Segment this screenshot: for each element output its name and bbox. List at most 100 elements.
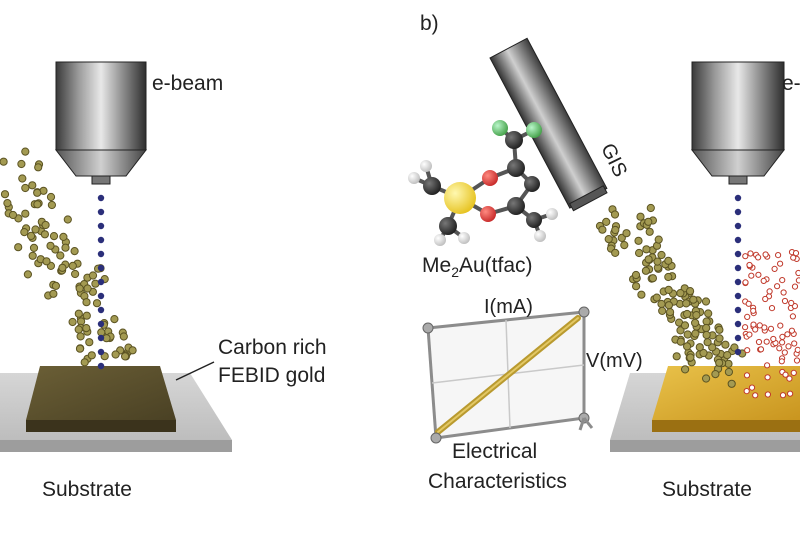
- panel-b-label: b): [420, 12, 439, 35]
- precursor-particle: [642, 245, 651, 254]
- precursor-particle: [653, 257, 662, 266]
- right-gold-deposit: [652, 366, 800, 432]
- hydrogen-particle: [780, 289, 787, 296]
- hydrogen-particle: [755, 271, 762, 278]
- precursor-particle: [730, 343, 739, 352]
- precursor-particle: [70, 247, 79, 256]
- precursor-particle: [715, 358, 724, 367]
- hydrogen-particle: [788, 299, 795, 307]
- precursor-particle: [631, 270, 641, 280]
- precursor-particle: [682, 299, 691, 308]
- precursor-particle: [683, 309, 692, 319]
- precursor-particle: [14, 243, 23, 252]
- precursor-particle: [56, 251, 65, 260]
- hydrogen-particle: [790, 254, 797, 261]
- precursor-particle: [17, 159, 26, 169]
- precursor-particle: [111, 350, 120, 359]
- precursor-particle: [637, 290, 646, 299]
- iv-y-axis-label: I(mA): [484, 296, 533, 318]
- precursor-particle: [610, 210, 620, 219]
- electron-dot: [734, 236, 742, 244]
- precursor-particle: [681, 365, 690, 374]
- hydrogen-particle: [762, 295, 769, 303]
- left-electron-beam-dots: [97, 194, 105, 370]
- precursor-particle: [702, 323, 711, 333]
- precursor-formula-rest: Au(tfac): [458, 254, 533, 277]
- electron-dot: [734, 264, 742, 272]
- hydrogen-particle: [763, 338, 770, 345]
- precursor-particle: [676, 326, 685, 335]
- hydrogen-particle: [794, 346, 800, 353]
- precursor-particle: [723, 351, 732, 360]
- hydrogen-particle: [742, 324, 749, 331]
- hydrogen-particle: [748, 384, 756, 391]
- precursor-particle: [689, 295, 698, 304]
- electron-dot: [734, 250, 742, 258]
- precursor-particle: [63, 215, 72, 224]
- precursor-particle: [611, 248, 620, 257]
- precursor-particle: [664, 272, 673, 282]
- precursor-particle: [657, 250, 666, 260]
- precursor-particle: [27, 231, 36, 240]
- electron-dot: [97, 362, 105, 370]
- electron-dot: [734, 278, 742, 286]
- electron-dot: [734, 334, 742, 342]
- hydrogen-particle: [757, 346, 765, 353]
- precursor-particle: [71, 269, 80, 279]
- left-deposit-label-line2: FEBID gold: [218, 364, 326, 387]
- precursor-particle: [18, 174, 27, 183]
- hydrogen-particle: [792, 250, 800, 257]
- precursor-particle: [676, 289, 685, 298]
- electron-dot: [734, 306, 742, 314]
- precursor-particle: [636, 212, 645, 221]
- electron-dot: [97, 194, 105, 202]
- electron-dot: [97, 208, 105, 216]
- right-hydrogen-particles: [742, 249, 800, 399]
- precursor-particle: [61, 243, 70, 252]
- precursor-particle: [21, 183, 30, 193]
- precursor-particle: [85, 338, 94, 347]
- electron-dot: [97, 306, 105, 314]
- precursor-particle: [33, 188, 42, 197]
- left-deposit-label-line1: Carbon rich: [218, 336, 327, 359]
- precursor-particle: [644, 255, 653, 264]
- electron-dot: [97, 222, 105, 230]
- electron-dot: [97, 348, 105, 356]
- precursor-particle: [699, 348, 708, 358]
- precursor-particle: [28, 251, 37, 260]
- hydrogen-particle: [746, 331, 753, 338]
- hydrogen-particle: [778, 358, 785, 365]
- electron-dot: [734, 292, 742, 300]
- precursor-particle: [704, 309, 713, 318]
- hydrogen-particle: [756, 322, 763, 329]
- precursor-particle: [74, 309, 83, 318]
- left-carbon-deposit: [26, 366, 176, 432]
- left-electron-gun: [54, 61, 148, 185]
- precursor-particle: [676, 337, 685, 346]
- precursor-particle: [42, 257, 51, 266]
- hydrogen-particle: [767, 325, 775, 332]
- hydrogen-particle: [764, 391, 772, 398]
- iv-caption-line2: Characteristics: [428, 470, 567, 493]
- hydrogen-particle: [782, 371, 789, 378]
- precursor-particle: [691, 329, 700, 338]
- precursor-particle: [87, 351, 96, 360]
- precursor-particle: [21, 147, 30, 156]
- right-ebeam-label: e-: [782, 72, 800, 95]
- left-ebeam-label: e-beam: [152, 72, 224, 95]
- precursor-particle: [711, 370, 720, 379]
- precursor-particle: [641, 266, 651, 275]
- hydrogen-particle: [746, 261, 753, 269]
- precursor-particle: [646, 203, 655, 213]
- gis-nozzle: [489, 37, 608, 212]
- precursor-particle: [632, 282, 641, 291]
- precursor-particle: [75, 344, 85, 353]
- hydrogen-particle: [785, 343, 792, 350]
- precursor-particle: [119, 332, 128, 341]
- hydrogen-particle: [779, 333, 786, 340]
- hydrogen-particle: [768, 305, 776, 312]
- precursor-particle: [82, 324, 91, 333]
- precursor-particle: [703, 338, 712, 347]
- precursor-particle: [727, 379, 736, 388]
